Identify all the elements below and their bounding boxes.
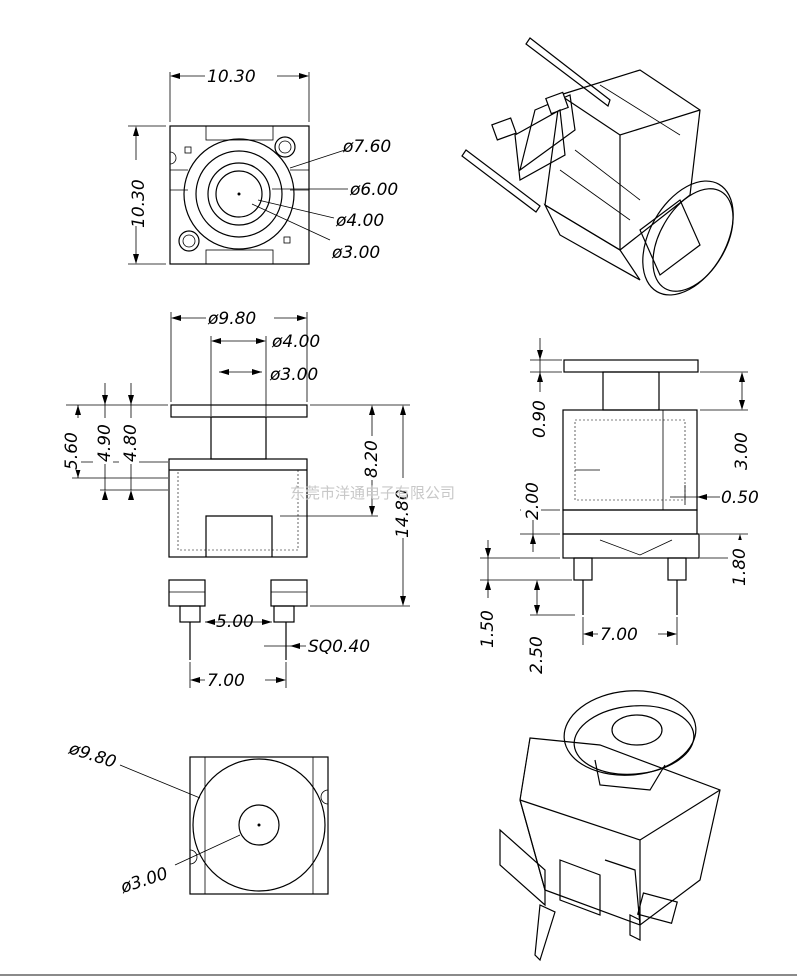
dim-side-200: 2.00 — [523, 482, 543, 520]
top-view: 10.30 10.30 ø7.60 ø6.00 ø4.00 ø3.00 — [127, 64, 398, 265]
bottom-disc — [192, 758, 326, 892]
bottom-view-body — [189, 756, 329, 895]
side-view: 0.90 3.00 2.00 0.50 1.80 1.50 — [476, 338, 759, 674]
dim-bottom-d980: ø9.80 — [66, 738, 119, 772]
dim-side-250: 2.50 — [527, 636, 547, 674]
corner-hole-bottom-left — [178, 230, 200, 252]
dim-front-d300: ø3.00 — [269, 365, 318, 385]
dim-side-050: 0.50 — [721, 488, 759, 508]
iso-view-bottom — [499, 690, 721, 962]
corner-hole-top-right — [274, 136, 296, 158]
dim-d600: ø6.00 — [349, 180, 398, 200]
dim-side-pitch: 7.00 — [600, 625, 638, 645]
dim-h560: 5.60 — [62, 432, 82, 470]
bottom-view: ø9.80 ø3.00 — [66, 738, 329, 898]
side-knob-cap — [563, 359, 699, 373]
knob-cap — [170, 404, 308, 418]
dim-h490: 4.90 — [95, 424, 115, 462]
dim-side-300: 3.00 — [732, 432, 752, 470]
iso-view-top — [461, 37, 734, 296]
dim-side-090: 0.90 — [530, 400, 550, 438]
dim-pin-sq: SQ0.40 — [308, 637, 370, 657]
front-view: ø9.80 ø4.00 ø3.00 5.60 4.90 4.80 — [61, 306, 413, 691]
dim-d760: ø7.60 — [342, 137, 391, 157]
dim-h480: 4.80 — [121, 424, 141, 462]
dim-front-d400: ø4.00 — [271, 332, 320, 352]
dim-top-width: 10.30 — [207, 67, 256, 87]
dim-side-150: 1.50 — [478, 610, 498, 648]
dim-h820: 8.20 — [362, 440, 382, 478]
dim-pin-gap: 5.00 — [216, 612, 254, 632]
dim-pin-pitch: 7.00 — [207, 671, 245, 691]
dim-top-height: 10.30 — [129, 179, 149, 228]
dim-d300-top: ø3.00 — [331, 243, 380, 263]
dim-front-d980: ø9.80 — [207, 309, 256, 329]
dim-bottom-d300: ø3.00 — [117, 864, 170, 898]
watermark: 东莞市洋通电子有限公司 — [290, 484, 455, 502]
dim-side-180: 1.80 — [730, 548, 750, 586]
dim-h1480: 14.80 — [393, 489, 413, 538]
outer-ring — [183, 138, 295, 250]
dim-d400-top: ø4.00 — [335, 211, 384, 231]
